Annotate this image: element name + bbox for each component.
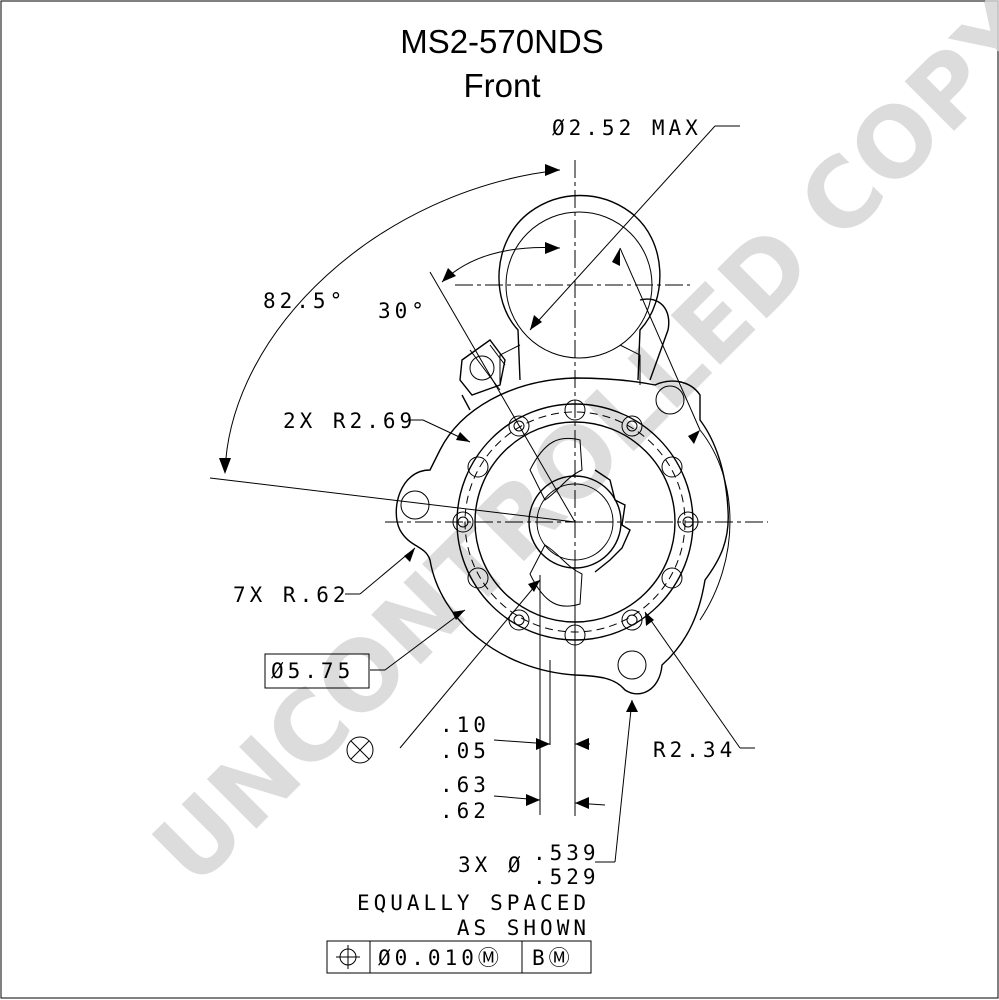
solenoid-outline [498, 194, 670, 385]
width-bottom-label: .62 [440, 799, 490, 823]
radius-2x-label: 2X R2.69 [283, 409, 416, 433]
feature-control-frame: Ø0.010Ⓜ BⓂ [326, 940, 592, 974]
arrowheads [219, 164, 700, 809]
note-as-shown: AS SHOWN [457, 916, 590, 940]
hole-bottom-label: .529 [533, 865, 600, 889]
width-top-label: .63 [440, 773, 490, 797]
position-symbol-icon [336, 945, 360, 969]
angle-large-label: 82.5° [263, 289, 346, 313]
datum-target-icon [346, 736, 374, 764]
fcf-tolerance-label: Ø0.010Ⓜ [378, 946, 503, 970]
housing-outline [395, 377, 731, 695]
terminal-stud [459, 339, 506, 411]
view-title: Front [463, 67, 540, 104]
radius-234-label: R2.34 [653, 738, 736, 762]
pilot-diameter-box [264, 653, 370, 689]
angle-small-label: 30° [378, 299, 428, 323]
hole-top-label: .539 [533, 841, 600, 865]
bolt-holes [452, 399, 699, 646]
diameter-max-label: Ø2.52 MAX [552, 116, 702, 140]
part-number-title: MS2-570NDS [400, 23, 604, 60]
pilot-diameter-label: Ø5.75 [271, 659, 354, 683]
note-equally-spaced: EQUALLY SPACED [357, 891, 590, 915]
offset-bottom-label: .05 [440, 739, 490, 763]
offset-top-label: .10 [440, 713, 490, 737]
fcf-datum-label: BⓂ [532, 946, 574, 970]
hole-prefix-label: 3X Ø [458, 853, 525, 877]
radius-7x-label: 7X R.62 [233, 583, 350, 607]
pinion-gear [529, 437, 631, 607]
